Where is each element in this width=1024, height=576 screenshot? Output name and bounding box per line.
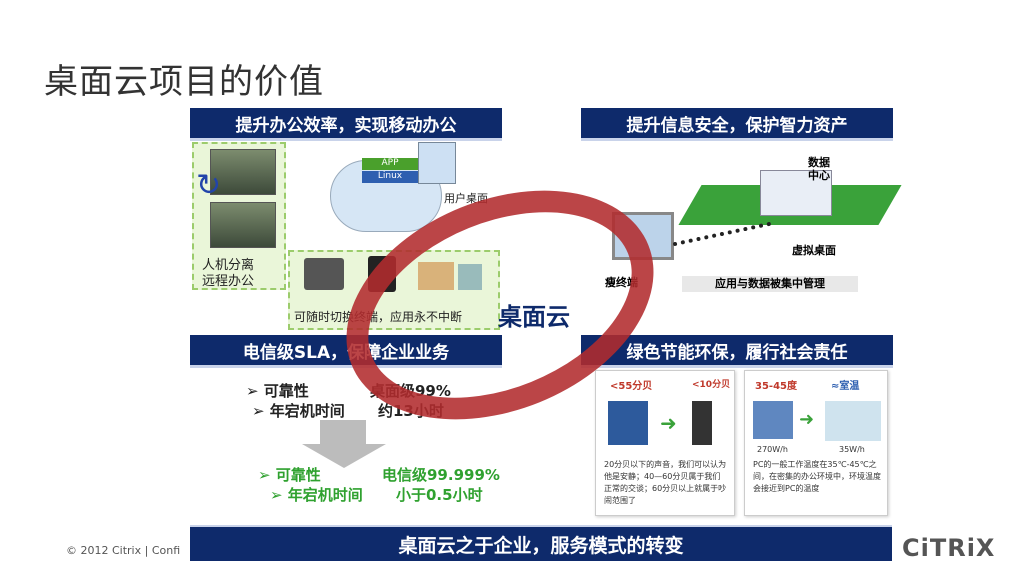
temp-left: 35-45度 bbox=[755, 381, 797, 392]
arrow-shaft bbox=[320, 420, 366, 444]
reliability-value: 桌面级99% bbox=[370, 382, 451, 400]
app-layer: APP bbox=[362, 158, 418, 170]
data-center-label: 数据 中心 bbox=[808, 156, 830, 182]
center-label: 桌面云 bbox=[498, 303, 570, 331]
panel-header-efficiency: 提升办公效率，实现移动办公 bbox=[190, 108, 502, 141]
monitor-icon bbox=[753, 401, 793, 439]
slide-title: 桌面云项目的价值 bbox=[44, 62, 324, 102]
green-arrow-2-icon: ➜ bbox=[799, 409, 815, 430]
noise-card: <55分贝 <10分贝 ➜ 20分贝以下的声音，我们可以认为他是安静；40—60… bbox=[595, 370, 735, 516]
noise-right: <10分贝 bbox=[692, 380, 731, 390]
reliability2-value: 电信级99.999% bbox=[382, 466, 500, 484]
bullet-remote: 远程办公 bbox=[202, 274, 255, 289]
pc-icon bbox=[458, 264, 482, 290]
green-arrow-icon: ➜ bbox=[660, 411, 677, 435]
bottom-bar: 桌面云之于企业，服务模式的转变 bbox=[190, 525, 892, 561]
downtime2-label: ➢ 年宕机时间 bbox=[270, 486, 363, 504]
panel-header-sla: 电信级SLA，保障企业业务 bbox=[190, 335, 502, 368]
desktop-screenshot bbox=[418, 142, 456, 184]
devices-box: 可随时切换终端，应用永不中断 bbox=[288, 250, 500, 330]
noise-left: <55分贝 bbox=[610, 381, 653, 392]
temp-right: ≈室温 bbox=[831, 381, 860, 392]
citrix-logo: CiTRiX bbox=[902, 534, 996, 562]
temperature-card: 35-45度 ≈室温 ➜ 270W/h 35W/h PC的一般工作温度在35℃-… bbox=[744, 370, 888, 516]
panel-header-green: 绿色节能环保，履行社会责任 bbox=[581, 335, 893, 368]
laptop-icon bbox=[304, 258, 344, 290]
managed-label: 应用与数据被集中管理 bbox=[682, 276, 858, 292]
user-desktop-label: 用户桌面 bbox=[444, 192, 488, 205]
thin-box-icon bbox=[692, 401, 712, 445]
connection-line bbox=[672, 221, 772, 247]
noise-desc: 20分贝以下的声音，我们可以认为他是安静；40—60分贝属于我们正常的交谈；60… bbox=[604, 460, 727, 505]
reliability2-label: ➢ 可靠性 bbox=[258, 466, 321, 484]
house-icon bbox=[418, 262, 454, 290]
virtual-desktop-label: 虚拟桌面 bbox=[792, 244, 836, 257]
office-photo-2 bbox=[210, 202, 276, 248]
down-arrow-icon bbox=[302, 444, 386, 468]
downtime-label: ➢ 年宕机时间 bbox=[252, 402, 345, 420]
reliability-label: ➢ 可靠性 bbox=[246, 382, 309, 400]
linux-layer: Linux bbox=[362, 171, 418, 183]
power-right: 35W/h bbox=[839, 445, 865, 454]
pc-tower-icon bbox=[608, 401, 648, 445]
power-left: 270W/h bbox=[757, 445, 788, 454]
office-photos-box: ↻ 人机分离 远程办公 bbox=[192, 142, 286, 290]
thin-client-label: 瘦终端 bbox=[605, 276, 638, 289]
panel-header-security: 提升信息安全，保护智力资产 bbox=[581, 108, 893, 141]
downtime-value: 约13小时 bbox=[378, 402, 444, 420]
footer-copyright: © 2012 Citrix | Confi bbox=[66, 544, 181, 557]
downtime2-value: 小于0.5小时 bbox=[396, 486, 483, 504]
office-photo-1 bbox=[210, 149, 276, 195]
thin-client-icon bbox=[612, 212, 674, 260]
flat-monitor-icon bbox=[825, 401, 881, 441]
temp-desc: PC的一般工作温度在35℃-45℃之间，在密集的办公环境中，环境温度会接近到PC… bbox=[753, 460, 881, 493]
server-docs bbox=[760, 170, 832, 216]
switch-note: 可随时切换终端，应用永不中断 bbox=[294, 310, 463, 324]
bullet-separation: 人机分离 bbox=[202, 258, 255, 273]
tablet-icon bbox=[368, 256, 396, 292]
arrow-icon: ↻ bbox=[196, 168, 222, 203]
